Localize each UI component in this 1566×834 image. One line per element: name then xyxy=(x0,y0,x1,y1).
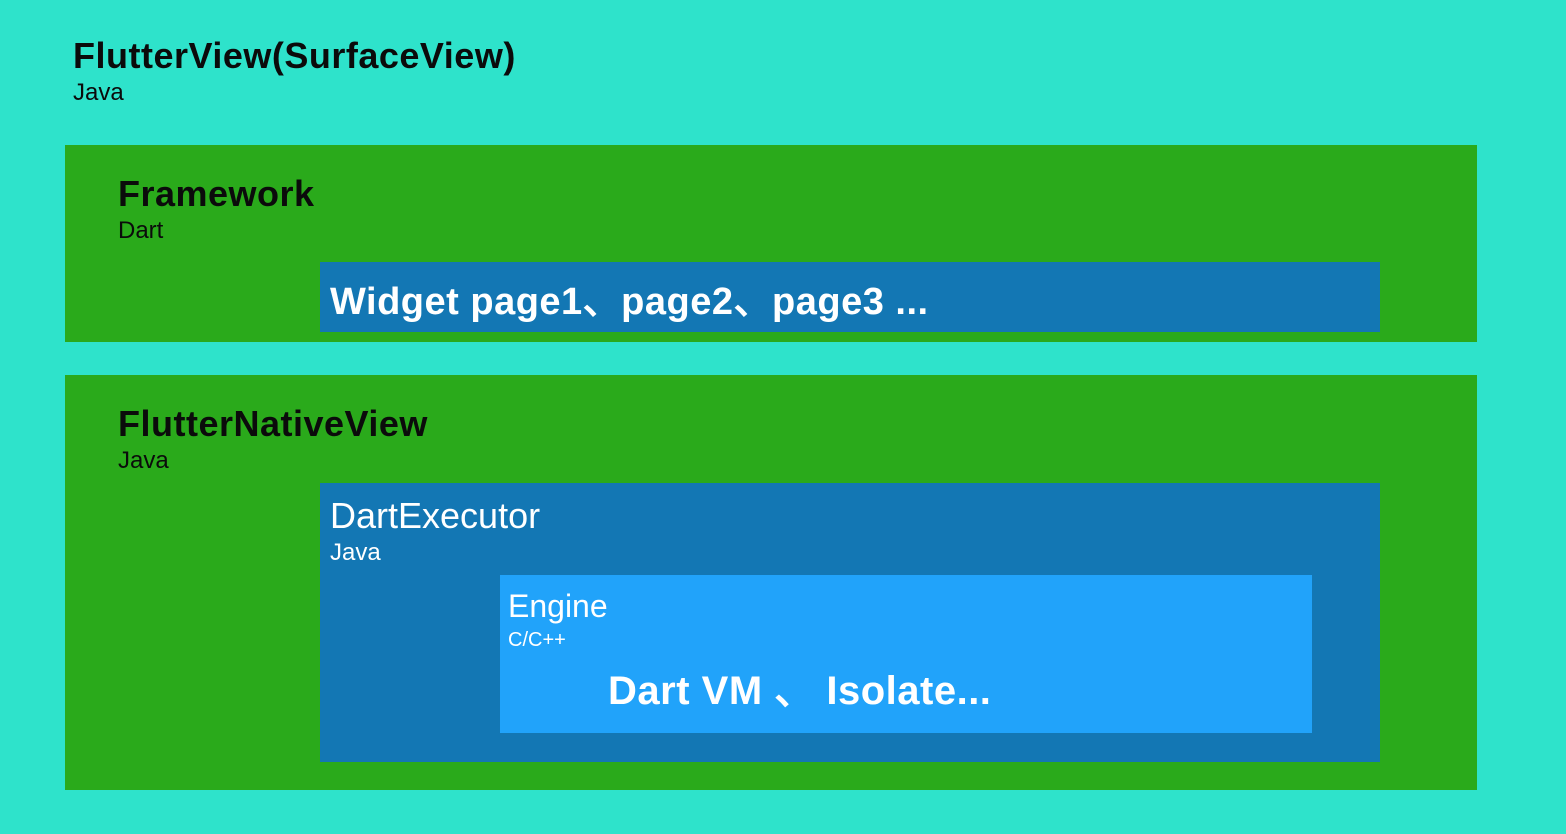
engine-title: Engine xyxy=(508,588,608,624)
engine-content-label: Dart VM 、 Isolate... xyxy=(608,669,992,713)
flutter-native-view-title: FlutterNativeView xyxy=(118,403,428,444)
flutter-view-language-label: Java xyxy=(73,79,124,106)
dart-executor-box: DartExecutor Java Engine C/C++ Dart VM 、… xyxy=(320,483,1380,762)
framework-title: Framework xyxy=(118,173,315,214)
widget-pages-label: Widget page1、page2、page3 ... xyxy=(330,280,929,323)
framework-heading: Framework Dart xyxy=(118,172,315,246)
framework-language-label: Dart xyxy=(118,217,164,244)
flutter-native-view-language-label: Java xyxy=(118,447,169,474)
widget-pages-bar: Widget page1、page2、page3 ... xyxy=(320,262,1380,332)
framework-box: Framework Dart Widget page1、page2、page3 … xyxy=(65,145,1477,342)
flutter-view-heading: FlutterView(SurfaceView) Java xyxy=(73,34,516,108)
engine-box: Engine C/C++ Dart VM 、 Isolate... xyxy=(500,575,1312,733)
dart-executor-language-label: Java xyxy=(330,539,381,566)
dart-executor-heading: DartExecutor Java xyxy=(330,494,540,568)
dart-executor-title: DartExecutor xyxy=(330,495,541,536)
flutter-native-view-heading: FlutterNativeView Java xyxy=(118,402,428,476)
engine-language-label: C/C++ xyxy=(508,629,566,651)
flutter-native-view-box: FlutterNativeView Java DartExecutor Java… xyxy=(65,375,1477,790)
engine-heading: Engine C/C++ xyxy=(508,586,608,654)
flutter-view-title: FlutterView(SurfaceView) xyxy=(73,35,516,76)
